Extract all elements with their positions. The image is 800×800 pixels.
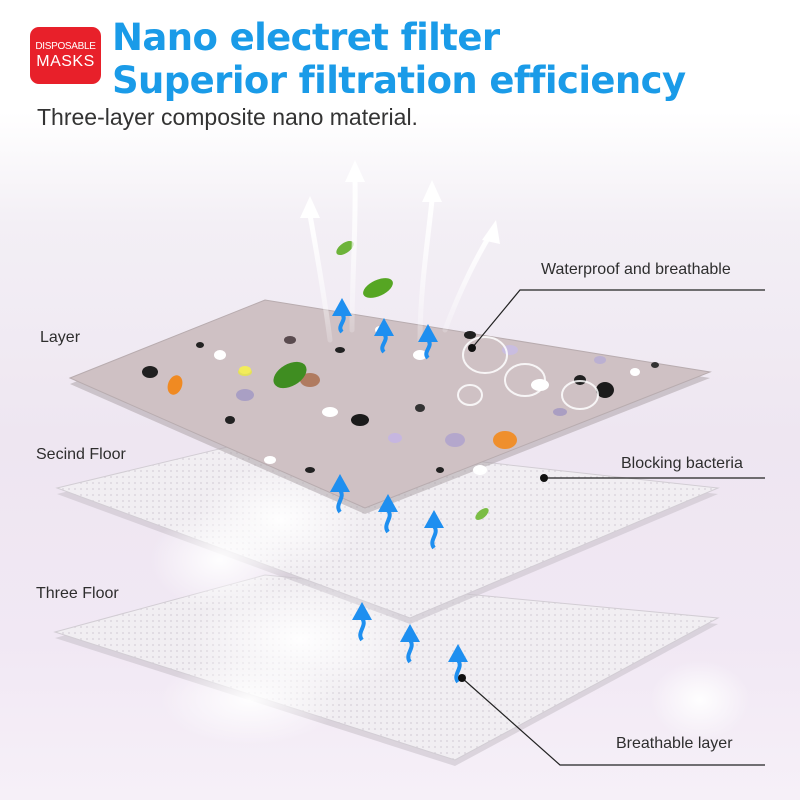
label-layer-middle: Secind Floor [36, 446, 126, 463]
feature-waterproof: Waterproof and breathable [541, 261, 731, 278]
smoke-clouds [150, 465, 750, 745]
airflow-out-arrowheads [300, 160, 500, 244]
disposable-masks-badge: DISPOSABLE MASKS [30, 27, 101, 84]
badge-line-2: MASKS [36, 52, 95, 70]
callout-dots [458, 344, 548, 682]
label-layer-top: Layer [40, 329, 81, 346]
airflow-out-arrows [307, 177, 493, 343]
badge-line-1: DISPOSABLE [35, 40, 96, 52]
terrazzo-chips [142, 326, 659, 475]
headline-line-1: Nano electret filter [112, 16, 500, 59]
leaf-icons [239, 240, 489, 520]
subtitle: Three-layer composite nano material. [37, 104, 418, 130]
headline-line-2: Superior filtration efficiency [112, 59, 686, 102]
callout-lines [461, 289, 765, 766]
top-layer-sheet [68, 299, 712, 514]
feature-breathable: Breathable layer [616, 735, 733, 752]
airflow-in-arrowheads [330, 298, 468, 662]
water-droplets [457, 336, 599, 410]
feature-blocking-bacteria: Blocking bacteria [621, 455, 743, 472]
label-layer-bottom: Three Floor [36, 585, 119, 602]
